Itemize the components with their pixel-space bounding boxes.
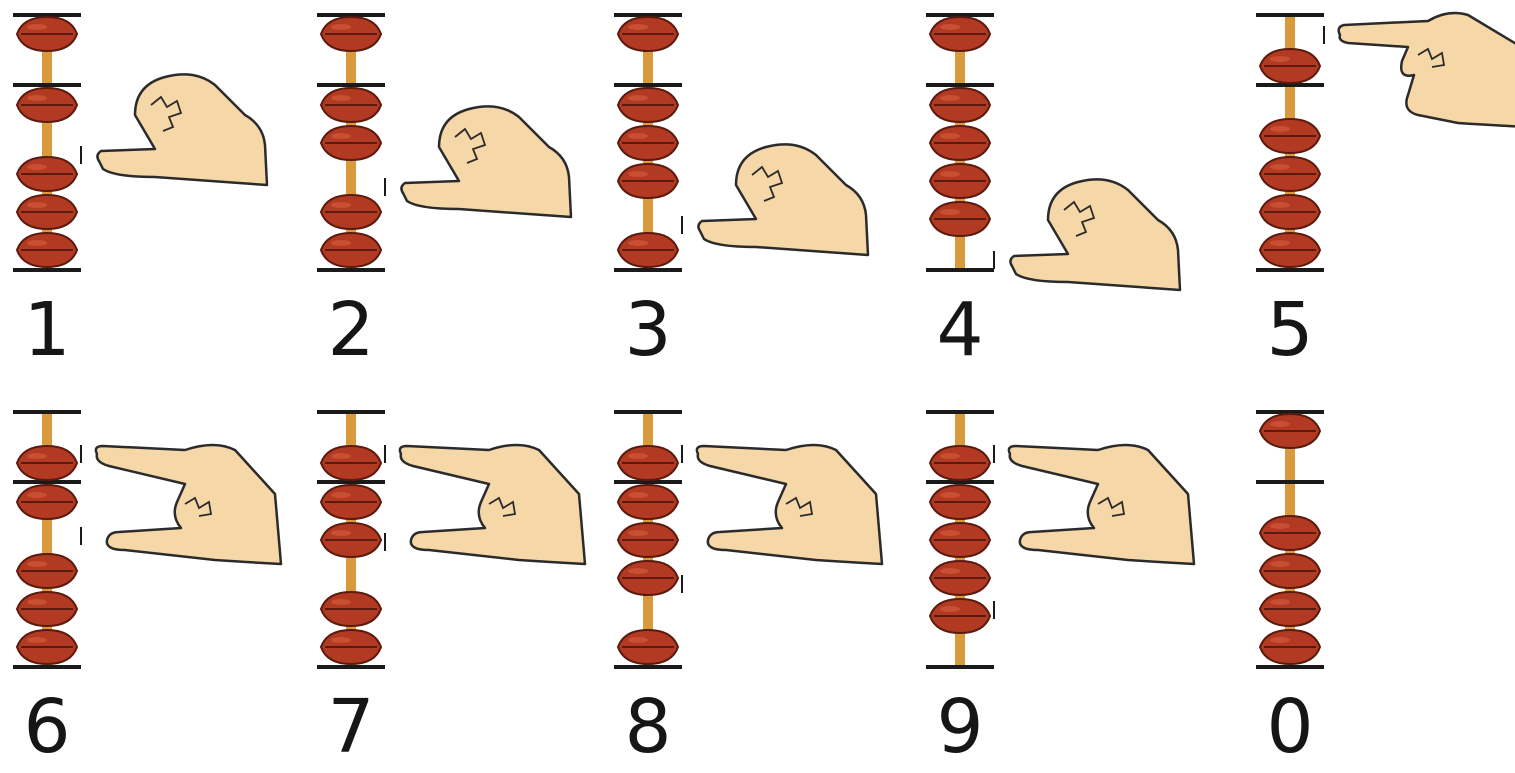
abacus-bead	[321, 485, 381, 519]
hand-icon	[97, 74, 267, 185]
abacus-panel-4	[926, 15, 1180, 290]
hand-icon	[697, 445, 882, 564]
abacus-bead	[930, 446, 990, 480]
abacus-bead	[17, 485, 77, 519]
abacus-bead	[17, 630, 77, 664]
abacus-panel-7	[317, 412, 585, 667]
abacus-bead	[17, 195, 77, 229]
digit-label-6: 6	[2, 690, 92, 764]
abacus-bead	[321, 17, 381, 51]
abacus-panel-6	[13, 412, 281, 667]
abacus-bead	[17, 554, 77, 588]
abacus-bead	[930, 17, 990, 51]
abacus-bead	[930, 164, 990, 198]
abacus-bead	[1260, 554, 1320, 588]
abacus-panel-2	[317, 15, 571, 270]
abacus-bead	[930, 485, 990, 519]
abacus-bead	[1260, 516, 1320, 550]
abacus-bead	[1260, 592, 1320, 626]
digit-label-0: 0	[1245, 690, 1335, 764]
abacus-panel-0	[1256, 412, 1324, 667]
abacus-bead	[618, 164, 678, 198]
digit-label-8: 8	[603, 690, 693, 764]
hand-icon	[401, 106, 571, 217]
digit-label-3: 3	[603, 293, 693, 367]
abacus-bead	[17, 157, 77, 191]
hand-icon	[1009, 445, 1194, 564]
abacus-bead	[618, 126, 678, 160]
abacus-bead	[618, 17, 678, 51]
abacus-bead	[17, 446, 77, 480]
abacus-panel-9	[926, 412, 1194, 667]
abacus-bead	[321, 88, 381, 122]
abacus-bead	[930, 126, 990, 160]
abacus-bead	[930, 88, 990, 122]
digit-label-9: 9	[915, 690, 1005, 764]
hand-icon	[1339, 13, 1515, 127]
abacus-bead	[17, 88, 77, 122]
abacus-bead	[1260, 49, 1320, 83]
abacus-bead	[1260, 195, 1320, 229]
abacus-bead	[618, 233, 678, 267]
abacus-bead	[618, 523, 678, 557]
abacus-bead	[618, 561, 678, 595]
abacus-panel-1	[13, 15, 267, 270]
abacus-bead	[321, 233, 381, 267]
digit-label-5: 5	[1245, 293, 1335, 367]
hand-icon	[96, 445, 281, 564]
abacus-panel-8	[614, 412, 882, 667]
abacus-bead	[930, 561, 990, 595]
abacus-bead	[930, 523, 990, 557]
digit-label-4: 4	[915, 293, 1005, 367]
hand-icon	[400, 445, 585, 564]
abacus-rod	[42, 15, 52, 270]
abacus-bead	[17, 233, 77, 267]
abacus-bead	[1260, 157, 1320, 191]
digit-label-2: 2	[306, 293, 396, 367]
abacus-bead	[1260, 119, 1320, 153]
abacus-bead	[930, 202, 990, 236]
abacus-bead	[17, 17, 77, 51]
abacus-bead	[618, 446, 678, 480]
digit-label-1: 1	[2, 293, 92, 367]
abacus-bead	[321, 523, 381, 557]
abacus-bead	[930, 599, 990, 633]
abacus-bead	[1260, 233, 1320, 267]
abacus-bead	[618, 88, 678, 122]
digit-label-7: 7	[306, 690, 396, 764]
abacus-bead	[321, 195, 381, 229]
abacus-bead	[1260, 630, 1320, 664]
abacus-bead	[618, 485, 678, 519]
hand-icon	[698, 144, 868, 255]
abacus-panel-5	[1256, 13, 1515, 270]
abacus-bead	[321, 126, 381, 160]
hand-icon	[1010, 179, 1180, 290]
abacus-panel-3	[614, 15, 868, 270]
abacus-bead	[1260, 414, 1320, 448]
abacus-bead	[321, 592, 381, 626]
abacus-bead	[618, 630, 678, 664]
abacus-bead	[321, 630, 381, 664]
abacus-bead	[17, 592, 77, 626]
abacus-bead	[321, 446, 381, 480]
